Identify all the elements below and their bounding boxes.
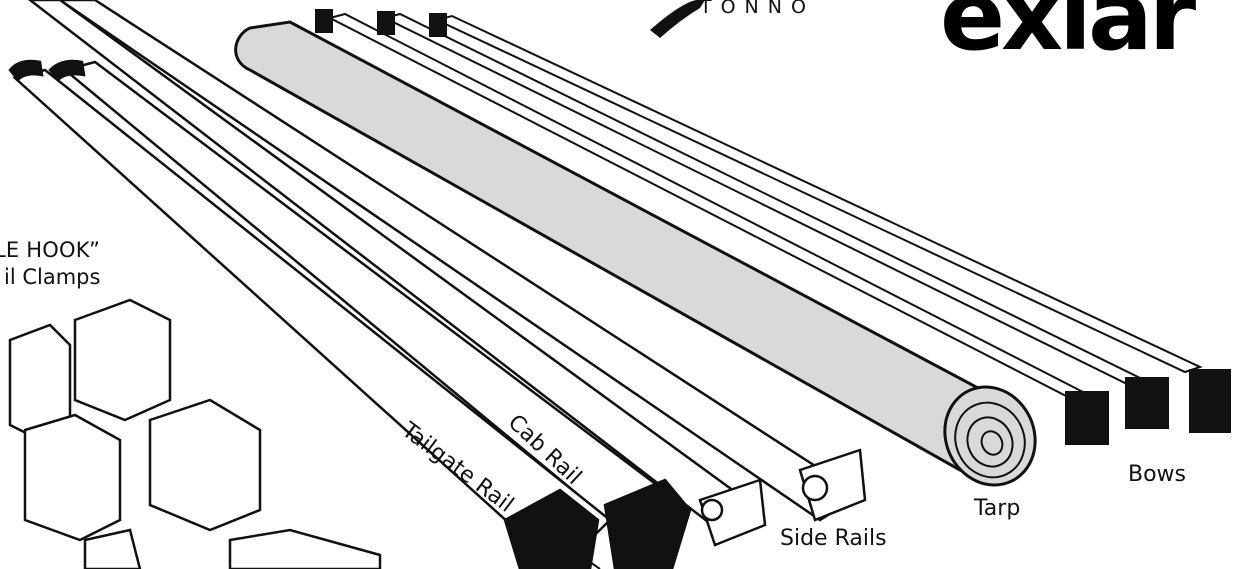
tailgate-rail-cap	[503, 488, 600, 569]
bow-end-caps	[1065, 369, 1231, 445]
bow-tip-3	[429, 13, 447, 37]
bow-tip-2	[377, 11, 395, 35]
clamp-5	[83, 528, 142, 569]
side-rail-end-1	[798, 448, 867, 522]
clamps-label-line2: il Clamps	[4, 265, 101, 289]
rail-clamps	[8, 298, 382, 569]
clamp-6	[228, 528, 382, 569]
bows-group	[315, 9, 1231, 445]
clamp-3	[23, 413, 122, 542]
brand-logo: exlar	[940, 0, 1196, 72]
cab-rail-cap	[603, 478, 692, 569]
leader-lines	[579, 544, 651, 569]
clamps-label-line1: LE HOOK”	[0, 238, 101, 262]
clamp-4	[148, 398, 262, 532]
tarp-label: Tarp	[974, 496, 1021, 521]
bow-tip-1	[315, 9, 333, 33]
rail-hook-2	[48, 59, 86, 82]
tarp-roll	[234, 20, 1037, 487]
bows-label: Bows	[1128, 462, 1187, 487]
side-rails-label: Side Rails	[780, 526, 887, 551]
brand-subtitle: TONNO	[700, 0, 815, 18]
brand-swoosh	[650, 0, 705, 38]
main-rails	[8, 59, 692, 569]
tarp-spiral	[954, 401, 1026, 479]
side-rails	[27, 0, 867, 547]
rail-hook-1	[8, 59, 44, 82]
clamp-2	[73, 298, 172, 422]
side-rail-end-2	[698, 478, 767, 547]
